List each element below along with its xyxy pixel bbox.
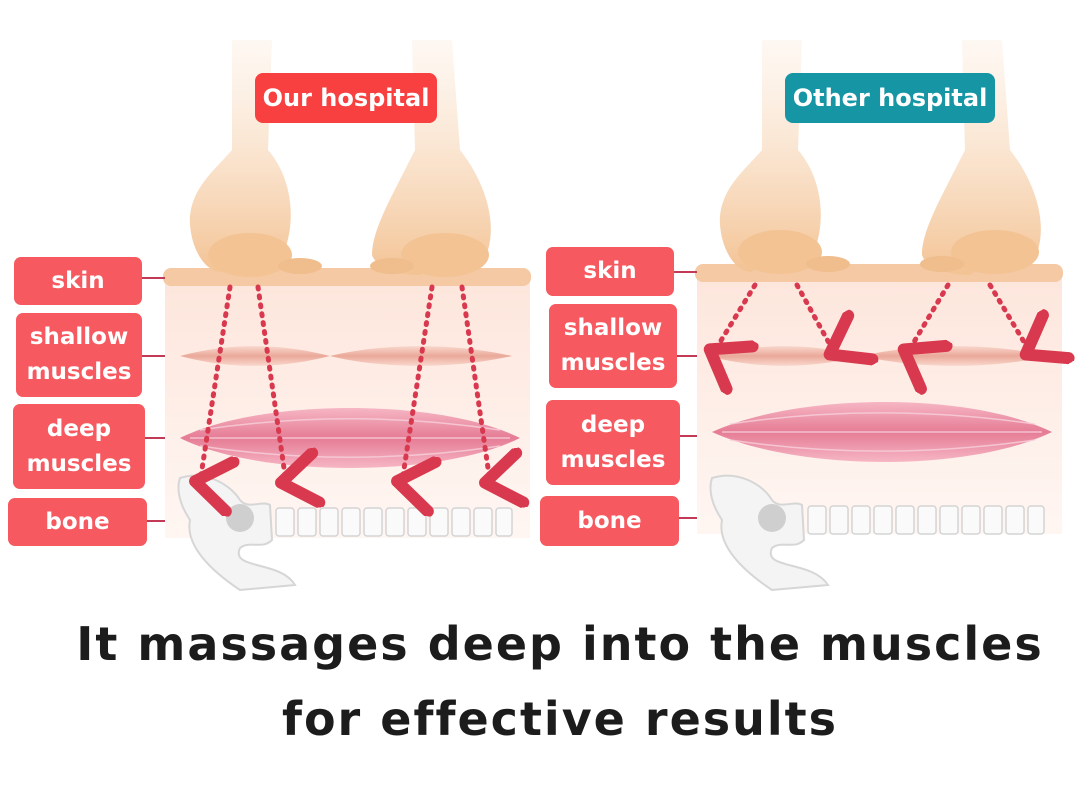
left-shallow-line2: muscles [26,359,132,385]
left-skin-text: skin [51,267,105,294]
massage-diagram [142,40,1080,592]
left-shallow-muscles-label: shallow muscles [16,313,142,397]
caption-line-2: for effective results [281,692,839,746]
caption-line-1: It massages deep into the muscles [76,617,1044,671]
right-bone-text: bone [577,507,642,534]
label-connectors [142,271,697,522]
other-hospital-badge: Other hospital [785,73,995,123]
right-bone [709,474,1045,592]
left-bone-text: bone [45,508,110,535]
left-deep-line2: muscles [26,450,132,477]
left-bone-label: bone [8,498,147,546]
right-shallow-line1: shallow [563,315,663,341]
right-tissue-graphic [695,40,1063,592]
right-deep-muscles-label: deep muscles [546,400,680,485]
left-skin-label: skin [14,257,142,305]
right-shallow-muscles-label: shallow muscles [549,304,677,388]
our-hospital-badge: Our hospital [255,73,437,123]
right-skin-text: skin [583,258,637,284]
right-skin-label: skin [546,247,674,296]
right-shallow-line2: muscles [560,350,666,376]
right-bone-label: bone [540,496,679,546]
right-shallow-muscle [708,346,1050,366]
right-deep-line1: deep [580,411,646,438]
left-shallow-line1: shallow [29,324,129,350]
right-pressure-arrows [714,282,1030,352]
left-tissue-graphic [163,40,531,592]
left-shallow-muscle [180,346,512,366]
right-deep-line2: muscles [560,446,666,473]
left-pressure-arrows [200,284,490,482]
left-deep-muscles-label: deep muscles [13,404,145,489]
left-deep-line1: deep [46,415,112,442]
